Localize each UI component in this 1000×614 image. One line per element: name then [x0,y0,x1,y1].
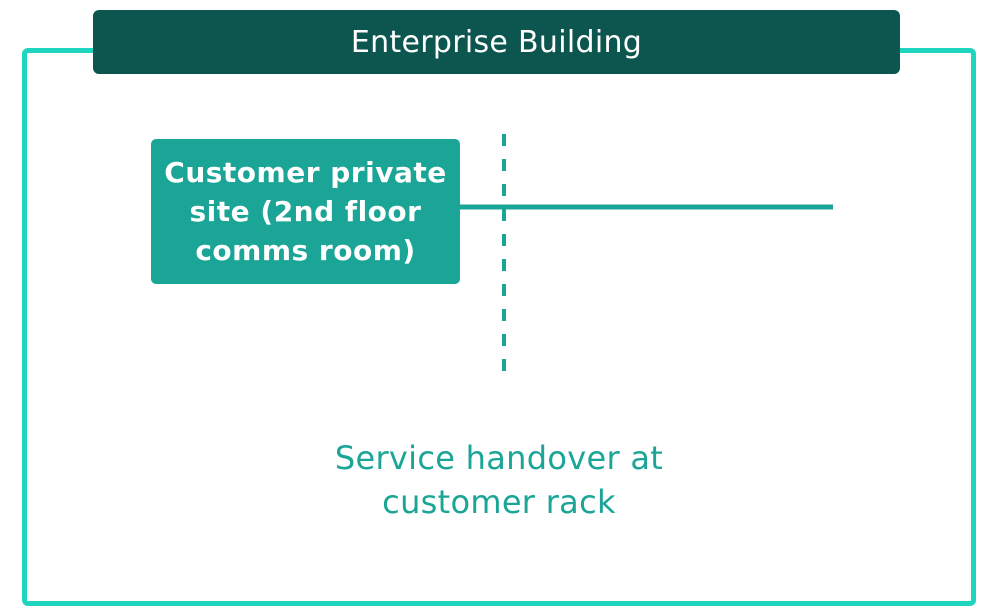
building-title-bar: Enterprise Building [93,10,900,74]
customer-site-label: Customer private site (2nd floor comms r… [164,156,447,267]
building-title: Enterprise Building [350,24,643,60]
handover-label: Service handover at customer rack [334,439,664,521]
customer-site-node: Customer private site (2nd floor comms r… [151,139,460,284]
